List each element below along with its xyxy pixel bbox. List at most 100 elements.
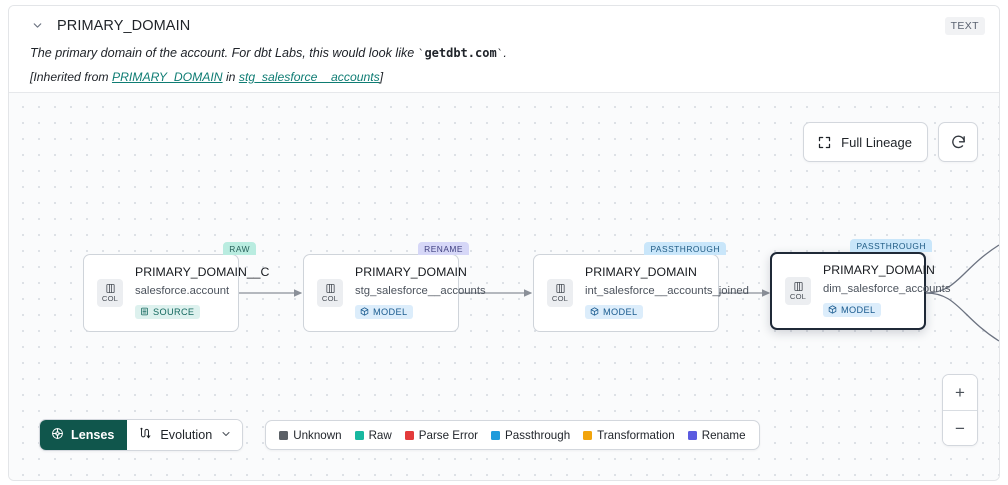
column-icon <box>793 281 804 292</box>
lenses-label: Lenses <box>71 428 115 442</box>
legend-swatch <box>687 430 697 440</box>
node-kind-badge: MODEL <box>355 304 414 319</box>
evolution-label: Evolution <box>160 428 213 442</box>
legend-label: Transformation <box>597 428 675 442</box>
backtick-open: ` <box>417 47 425 60</box>
node-body: PRIMARY_DOMAIN dim_salesforce_accounts M… <box>823 263 950 320</box>
node-body: PRIMARY_DOMAIN__C salesforce.account SOU… <box>135 265 269 322</box>
column-icon <box>105 283 116 294</box>
legend-label: Unknown <box>293 428 342 442</box>
legend-item[interactable]: Rename <box>687 428 746 442</box>
column-badge-label: COL <box>101 294 119 304</box>
column-header: PRIMARY_DOMAIN TEXT The primary domain o… <box>9 6 999 93</box>
inherited-from-line: [Inherited from PRIMARY_DOMAIN in stg_sa… <box>9 62 999 84</box>
inherited-model-link[interactable]: stg_salesforce__accounts <box>238 69 380 84</box>
legend-item[interactable]: Passthrough <box>491 429 570 442</box>
lineage-node[interactable]: RAW COL PRIMARY_DOMAIN__C salesforce.acc… <box>83 242 269 332</box>
cube-icon <box>828 305 837 315</box>
canvas-toolbar: Full Lineage <box>803 122 978 162</box>
node-column-name: PRIMARY_DOMAIN <box>823 262 935 277</box>
column-badge-label: COL <box>551 294 569 304</box>
refresh-button[interactable] <box>938 122 978 162</box>
node-kind-badge: MODEL <box>823 302 882 317</box>
node-body: PRIMARY_DOMAIN stg_salesforce__accounts … <box>355 265 486 322</box>
legend-item[interactable]: Transformation <box>583 429 675 442</box>
node-kind-label: MODEL <box>841 304 876 315</box>
column-type-badge: COL <box>317 279 343 307</box>
inherited-suffix: ] <box>379 69 384 84</box>
cube-icon <box>360 307 369 317</box>
lineage-node[interactable]: PASSTHROUGH COL PRIMARY_DOMAIN int_sales… <box>533 242 749 332</box>
chevron-down-icon <box>220 428 232 443</box>
node-table-name: int_salesforce__accounts_joined <box>585 284 749 297</box>
column-type-badge: COL <box>547 279 573 307</box>
node-kind-badge: SOURCE <box>135 304 201 319</box>
divider <box>943 410 977 411</box>
description-code: getdbt.com <box>424 46 497 60</box>
node-kind-label: SOURCE <box>153 306 195 317</box>
column-detail-card: PRIMARY_DOMAIN TEXT The primary domain o… <box>8 5 1000 481</box>
node-table-name: salesforce.account <box>135 284 230 297</box>
lineage-canvas[interactable]: RAW COL PRIMARY_DOMAIN__C salesforce.acc… <box>9 93 999 480</box>
node-kind-label: MODEL <box>373 306 408 317</box>
legend-swatch <box>404 430 414 440</box>
chevron-down-icon[interactable] <box>29 18 45 34</box>
node-column-name: PRIMARY_DOMAIN__C <box>135 264 270 279</box>
lineage-node-selected[interactable]: PASSTHROUGH COL PRIMARY_DOMAIN dim_sales… <box>770 239 950 330</box>
node-table-name: dim_salesforce_accounts <box>823 282 951 295</box>
node-column-name: PRIMARY_DOMAIN <box>355 264 467 279</box>
legend-label: Passthrough <box>505 428 571 442</box>
column-icon <box>325 283 336 294</box>
column-badge-label: COL <box>789 292 807 302</box>
evolution-dropdown[interactable]: Evolution <box>127 420 243 450</box>
legend-item[interactable]: Unknown <box>279 428 342 442</box>
legend-item[interactable]: Raw <box>354 428 392 442</box>
column-type-badge: COL <box>785 277 811 305</box>
aperture-icon <box>51 427 64 443</box>
node-kind-badge: MODEL <box>585 304 644 319</box>
legend-label: Raw <box>368 428 392 442</box>
inherited-middle: in <box>222 69 239 84</box>
column-icon <box>555 283 566 294</box>
zoom-out-button[interactable]: − <box>943 411 977 445</box>
page-title: PRIMARY_DOMAIN <box>57 17 191 34</box>
node-column-name: PRIMARY_DOMAIN <box>585 264 697 279</box>
refresh-icon <box>950 134 967 151</box>
node-body: PRIMARY_DOMAIN int_salesforce__accounts_… <box>585 265 749 322</box>
evolution-icon <box>138 427 152 444</box>
legend-item[interactable]: Parse Error <box>404 428 479 442</box>
full-lineage-button[interactable]: Full Lineage <box>803 122 928 162</box>
column-description: The primary domain of the account. For d… <box>9 36 999 62</box>
node-table-name: stg_salesforce__accounts <box>355 284 486 297</box>
zoom-in-button[interactable]: + <box>943 375 977 410</box>
full-lineage-label: Full Lineage <box>841 134 912 150</box>
column-type-badge: COL <box>97 279 123 307</box>
node-tag-badge: RENAME <box>418 242 469 256</box>
lenses-evolution-group: Lenses Evolution <box>39 419 244 451</box>
legend-label: Parse Error <box>418 428 479 442</box>
node-tag-badge: PASSTHROUGH <box>644 242 726 256</box>
legend-label: Rename <box>701 428 746 442</box>
edge-4-out-up <box>925 244 999 294</box>
lenses-button[interactable]: Lenses <box>40 420 128 450</box>
lineage-node[interactable]: RENAME COL PRIMARY_DOMAIN stg_salesforce… <box>303 242 486 332</box>
legend-swatch <box>354 430 364 440</box>
legend-swatch <box>583 430 593 440</box>
column-header-row: PRIMARY_DOMAIN <box>9 6 999 36</box>
node-tag-badge: RAW <box>223 242 256 256</box>
legend: Unknown Raw Parse Error Passthrough <box>265 420 760 450</box>
legend-swatch <box>491 430 501 440</box>
legend-swatch <box>279 430 289 440</box>
database-icon <box>140 307 149 316</box>
inherited-column-link[interactable]: PRIMARY_DOMAIN <box>111 69 223 84</box>
edge-4-out-down <box>925 292 999 342</box>
inherited-prefix: [Inherited from <box>30 69 112 84</box>
zoom-controls: + − <box>942 374 978 446</box>
node-tag-badge: PASSTHROUGH <box>850 239 932 253</box>
description-text: The primary domain of the account. For d… <box>30 46 418 60</box>
expand-icon <box>817 135 832 150</box>
edge-layer <box>238 244 999 342</box>
column-badge-label: COL <box>321 294 339 304</box>
description-suffix: . <box>503 46 507 60</box>
